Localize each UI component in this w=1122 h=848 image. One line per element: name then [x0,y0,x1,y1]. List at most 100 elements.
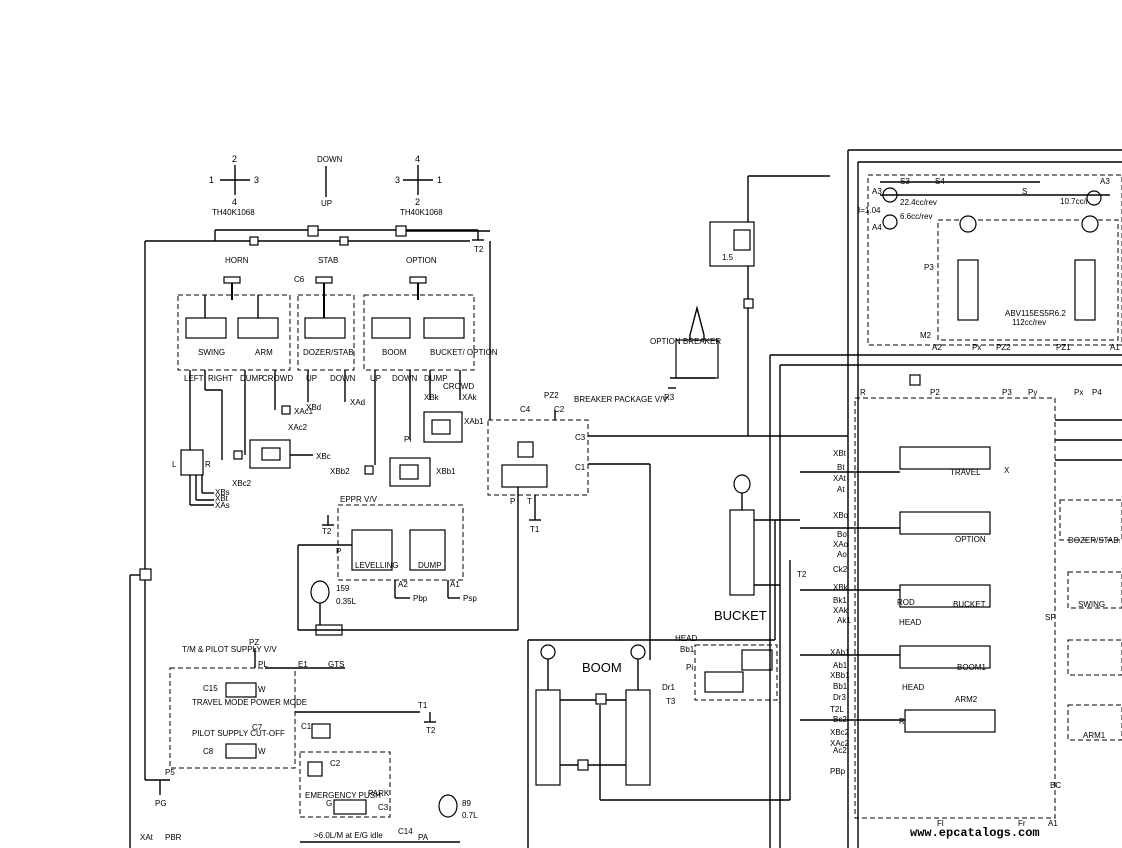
option-breaker-label: OPTION BREAKER [650,337,721,346]
mcv-xbc2: XBc2 [830,728,850,737]
arm-label: ARM [255,348,273,357]
pump-pz1: PZ1 [1056,343,1071,352]
dir-label: 1 [437,175,442,185]
filter-value: 1.5 [722,253,734,262]
mcv-px: Px [1074,388,1083,397]
pump-disp-main: 112cc/rev [1012,318,1046,327]
joystick-outputs: XBd XAd XBk XAk [189,370,478,465]
supply-t2: T2 [426,726,436,735]
port-xac2: XAc2 [288,423,308,432]
dir-crowd: CROWD [443,382,474,391]
pump-a3r: A3 [1100,177,1110,186]
boom-label: BOOM [582,660,622,675]
mcv-head: HEAD [899,618,921,627]
boom-label: BOOM [382,348,407,357]
supply-c7: C7 [252,723,263,732]
mcv-arm1: ARM1 [1083,731,1106,740]
port-xas: XAs [215,501,230,510]
supply-pz: PZ [249,638,259,647]
port-xbt: XBt [215,494,229,503]
pump-a4: A4 [872,223,882,232]
joystick-model-left: TH40K1068 [212,208,255,217]
mcv-xat: XAt [833,474,847,483]
breaker-r3: R3 [664,393,675,402]
pump-px: Px [972,343,981,352]
breaker-c1: C1 [575,463,586,472]
supply-w1: W [258,685,266,694]
acc-159-id: 159 [336,584,350,593]
cyl-t3: T3 [666,697,676,706]
pump-a2: A2 [932,343,942,352]
mcv-r: R [860,388,866,397]
mcv-xbt: XBt [833,449,847,458]
mcv-pbp: PBp [830,767,846,776]
mcv-xbo: XBo [833,511,849,520]
acc-89-vol: 0.7L [462,811,478,820]
port-xad: XAd [350,398,365,407]
mcv-ck2: Ck2 [833,565,848,574]
pump-a1: A1 [1110,343,1120,352]
dir-label: 4 [232,197,237,207]
breaker-pz2: PZ2 [544,391,559,400]
pump-m2: M2 [920,331,932,340]
mcv-fr: Fr [1018,819,1026,828]
pump-p3: P3 [924,263,934,272]
center-pilot-valve: STAB C6 DOZER/STAB UP DOWN [294,256,356,383]
acc-89-id: 89 [462,799,471,808]
dir-down: DOWN [392,374,418,383]
supply-c14: C14 [398,827,413,836]
mcv-head2: HEAD [902,683,924,692]
mcv-at: At [837,485,845,494]
swing-label: SWING [198,348,225,357]
pump-i-note: I=1.04 [858,206,881,215]
joystick-model-right: TH40K1068 [400,208,443,217]
dir-crowd: CROWD [262,374,293,383]
mcv-bc: BC [1050,781,1061,790]
boom-holding-valve: HEAD Bb1 Pi Dr1 T3 [662,634,778,706]
mcv-option: OPTION [955,535,986,544]
port-xac1: XAc1 [294,407,314,416]
supply-c1: C1 [301,722,312,731]
port-xbb2: XBb2 [330,467,350,476]
eppr-dump: DUMP [418,561,442,570]
eppr-a1: A1 [450,580,460,589]
dir-down: DOWN [330,374,356,383]
cyl-bb1: Bb1 [680,645,695,654]
mcv-x: X [1004,466,1010,475]
junction [395,225,407,237]
supply-emergency: EMERGENCY PUSH [305,791,381,800]
option-breaker: OPTION BREAKER R3 [650,305,721,402]
mcv-boom1: BOOM1 [957,663,986,672]
supply-c8: C8 [203,747,214,756]
junction [249,236,259,246]
mcv-xbk: XBk [833,583,849,592]
dir-label: 1 [209,175,214,185]
mcv-p2: P2 [930,388,940,397]
supply-gts: GTS [328,660,344,669]
supply-title: T/M & PILOT SUPPLY V/V [182,645,277,654]
port-pi: Pi [404,435,411,444]
eppr-title: EPPR V/V [340,495,378,504]
dir-right: RIGHT [208,374,233,383]
pump-s: S [1022,187,1027,196]
line-filter: 1.5 [709,175,830,436]
supply-park: PARK [368,789,390,798]
mcv-bo: Bo [837,530,847,539]
dir-label: 3 [254,175,259,185]
boom-cylinders: BOOM [527,639,790,848]
eppr-psp: Psp [463,594,477,603]
mcv-t2l: T2L [830,705,844,714]
supply-pa: PA [418,833,429,842]
mcv-xak: XAk [833,606,849,615]
mcv-arm2: ARM2 [955,695,978,704]
pump-model: ABV115ES5R6.2 [1005,309,1066,318]
breaker-c2: C2 [554,405,565,414]
center-pedal-direction: DOWN UP [317,155,343,208]
port-r: R [205,460,211,469]
dir-dump: DUMP [240,374,264,383]
supply-t1: T1 [418,701,428,710]
mcv-dozer-stab: DOZER/STAB. [1068,536,1121,545]
dir-dump: DUMP [424,374,448,383]
mcv-xbb1: XBb1 [830,671,850,680]
mcv-swing: SWING [1078,600,1105,609]
